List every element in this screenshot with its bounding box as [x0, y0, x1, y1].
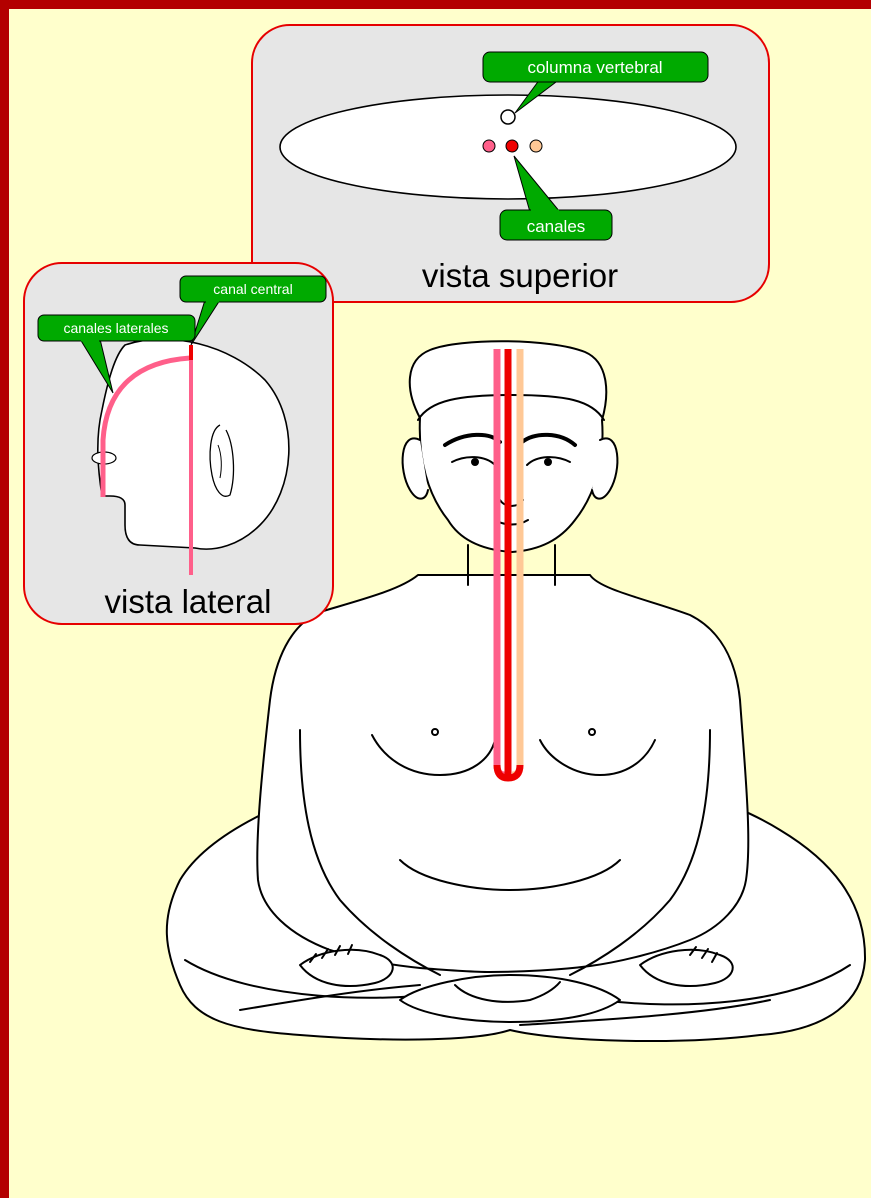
top-view-title: vista superior — [422, 257, 618, 294]
lateral-canals-label: canales laterales — [63, 320, 168, 336]
right-channel-dot — [530, 140, 542, 152]
top-view-panel: columna vertebral canales vista superior — [252, 25, 769, 302]
central-channel-dot — [506, 140, 518, 152]
left-channel-dot — [483, 140, 495, 152]
spine-dot — [501, 110, 515, 124]
diagram-canvas: columna vertebral canales vista superior — [9, 9, 871, 1198]
central-canal-label: canal central — [213, 281, 292, 297]
side-view-title: vista lateral — [105, 583, 272, 620]
side-view-panel: canal central canales laterales vista la… — [24, 263, 333, 624]
spine-label: columna vertebral — [527, 58, 662, 77]
body-channels — [497, 349, 520, 778]
channels-label: canales — [527, 217, 586, 236]
